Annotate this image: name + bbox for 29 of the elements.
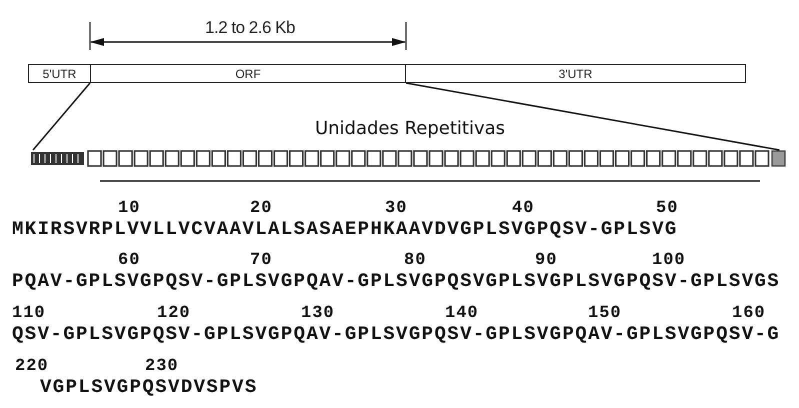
- position-number: 40: [512, 200, 534, 217]
- position-number: 130: [301, 305, 335, 322]
- dimension-label: 1.2 to 2.6 Kb: [205, 18, 295, 38]
- section-heading: Unidades Repetitivas: [314, 118, 506, 139]
- position-number: 100: [652, 252, 686, 269]
- position-number: 90: [535, 252, 558, 269]
- position-number: 140: [445, 305, 479, 322]
- position-number: 160: [732, 305, 766, 322]
- position-number: 120: [157, 305, 191, 322]
- position-number: 20: [250, 200, 272, 217]
- connector-line: [406, 82, 780, 151]
- position-number: 80: [404, 252, 426, 269]
- position-number: 110: [12, 305, 46, 322]
- position-number: 220: [15, 358, 49, 375]
- position-number: 30: [385, 200, 408, 217]
- amino-acid-sequence: MKIRSVRPLVVLLVCVAAVLALSASAEPHKAAVDVGPLSVGPQSV-GPLSVG: [12, 220, 678, 239]
- position-number: 70: [250, 252, 272, 269]
- position-number: 230: [145, 358, 179, 375]
- position-number: 60: [118, 252, 140, 269]
- amino-acid-sequence: PQAV-GPLSVGPQSV-GPLSVGPQAV-GPLSVGPQSVGPLSVGPLSVGPQSV-GPLSVGS: [12, 272, 780, 291]
- gene-region-box: 3'UTR: [405, 64, 746, 83]
- position-number: 10: [118, 200, 140, 217]
- connector-line: [32, 82, 91, 150]
- gene-region-box: ORF: [90, 64, 406, 83]
- amino-acid-sequence: QSV-GPLSVGPQSV-GPLSVGPQAV-GPLSVGPQSV-GPLSVGPQAV-GPLSVGPQSV-G: [12, 325, 780, 344]
- gene-region-box: 5'UTR: [28, 64, 91, 83]
- position-number: 150: [588, 305, 622, 322]
- amino-acid-sequence: VGPLSVGPQSVDVSPVS: [40, 378, 258, 397]
- position-number: 50: [656, 200, 678, 217]
